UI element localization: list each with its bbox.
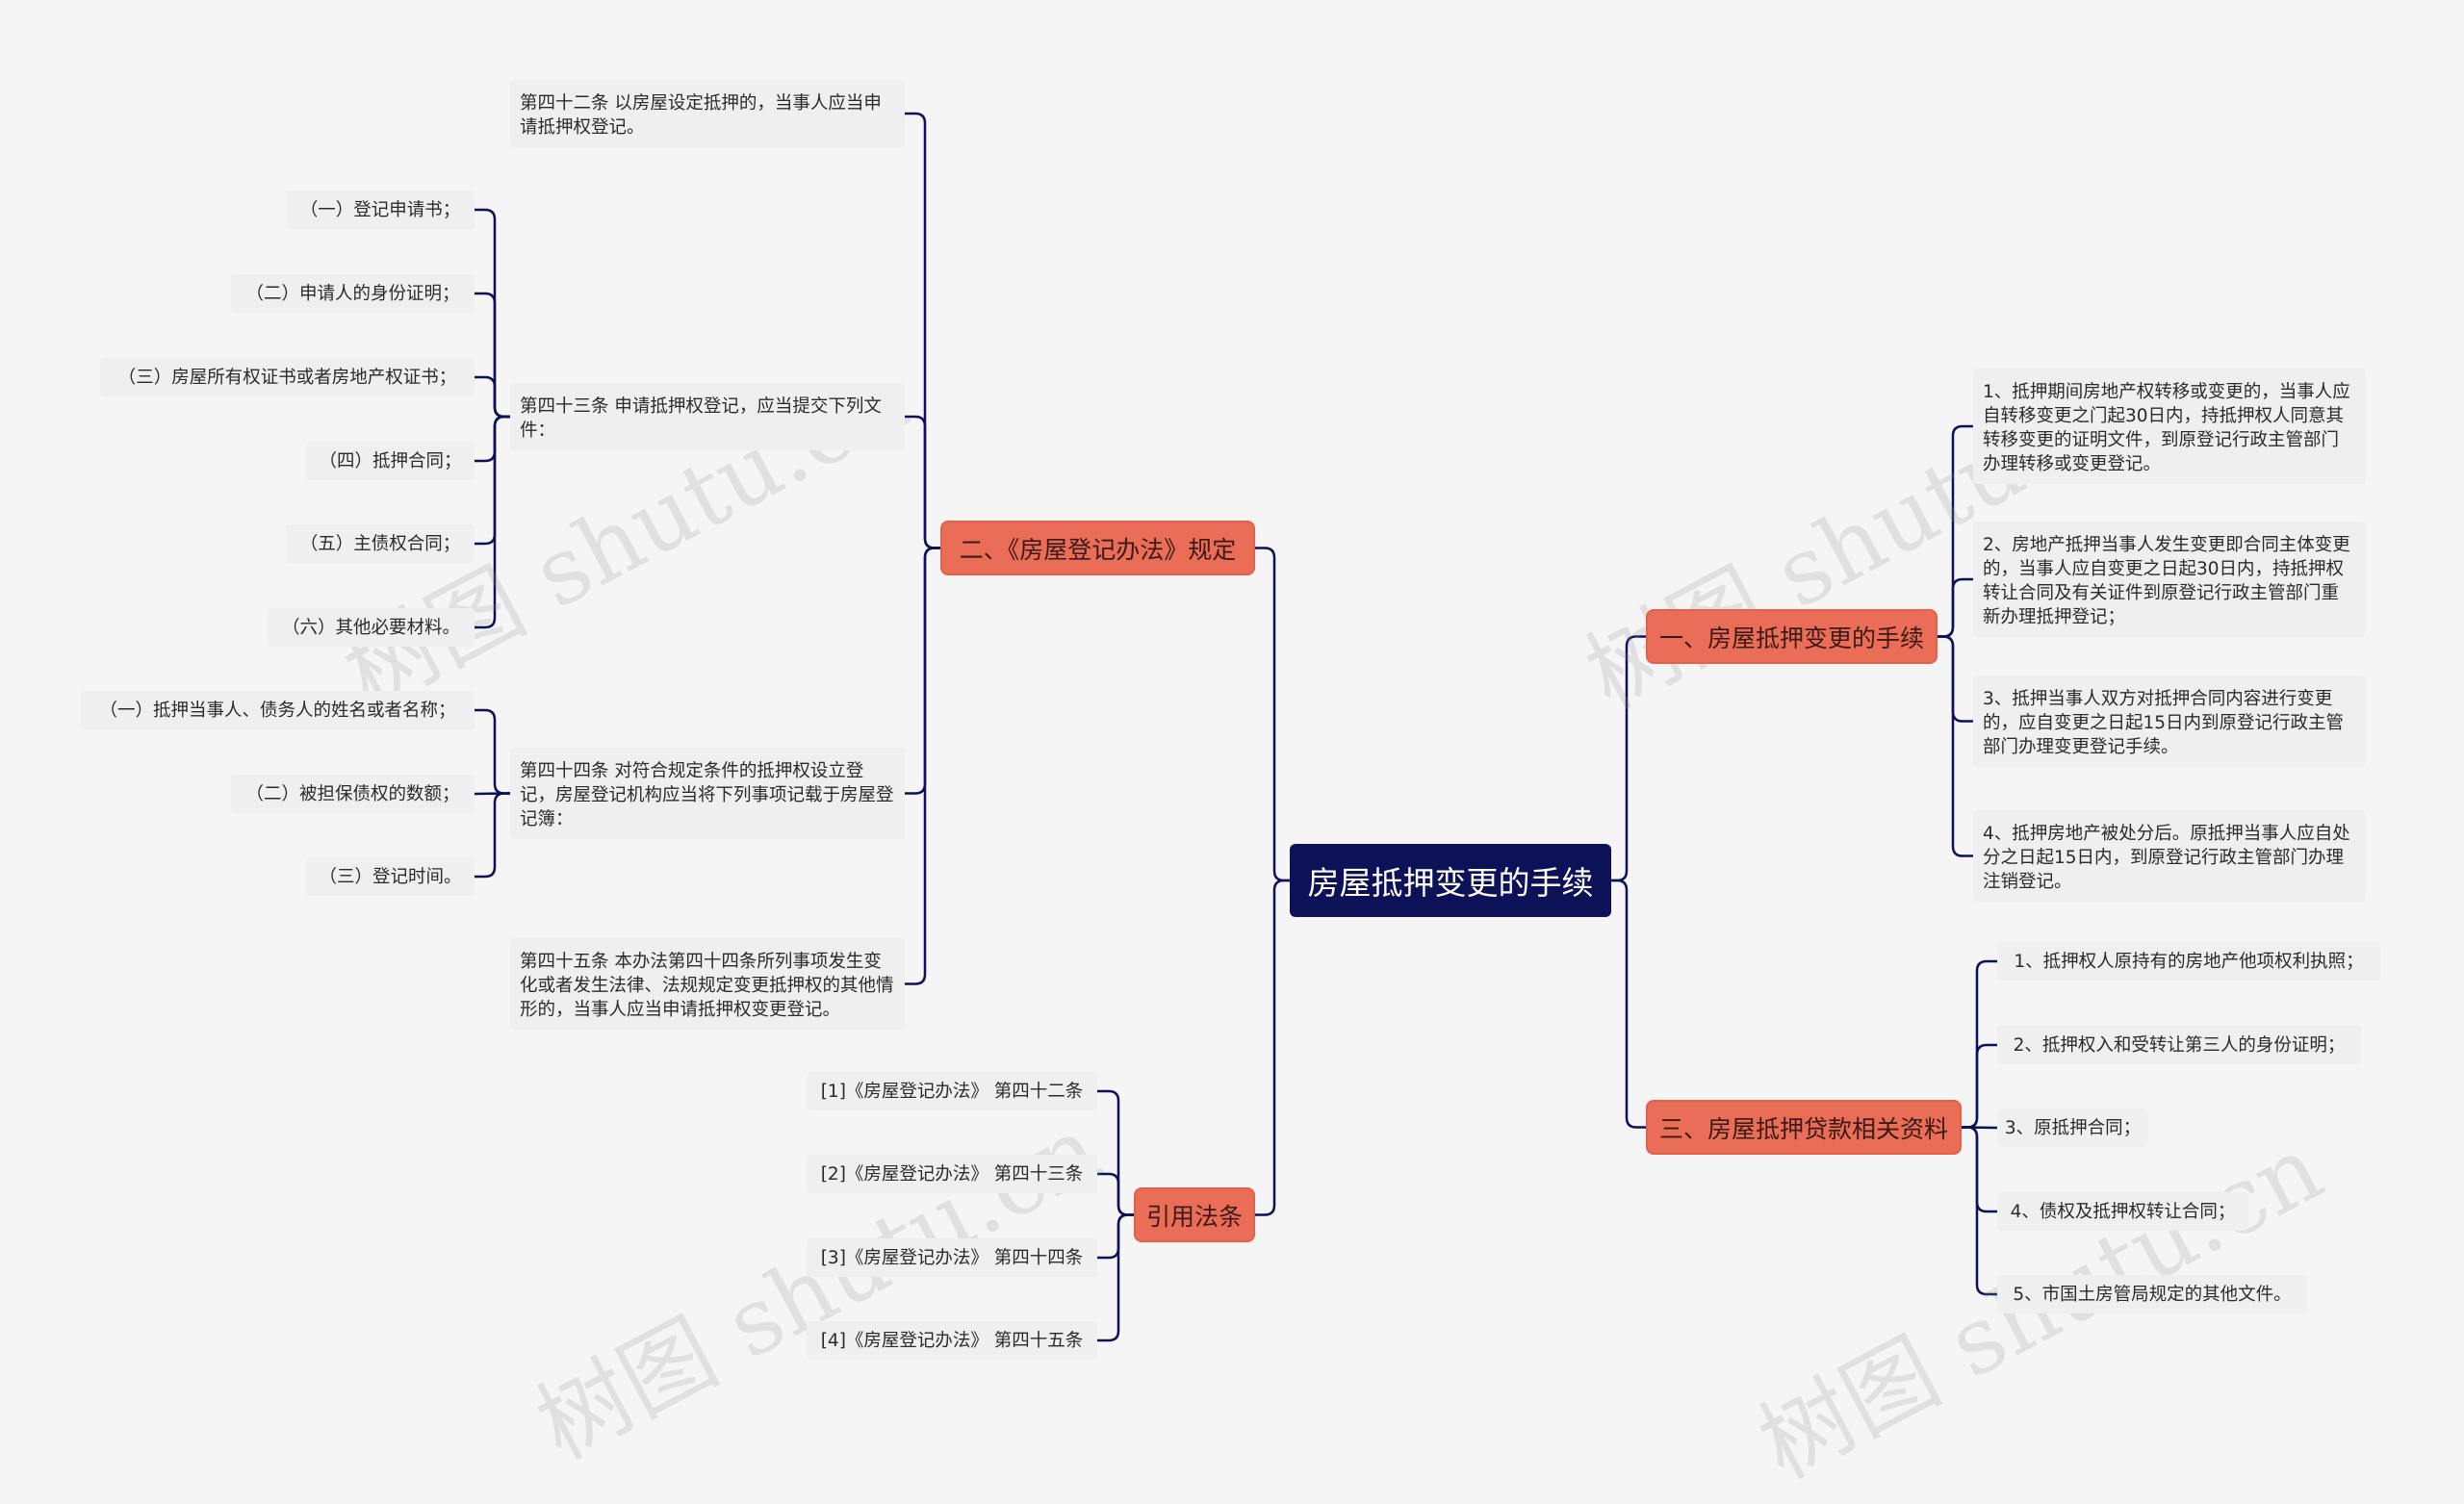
connector-line <box>1960 1126 1999 1213</box>
citation-item[interactable]: [2]《房屋登记办法》 第四十三条 <box>807 1155 1097 1193</box>
root-topic[interactable]: 房屋抵押变更的手续 <box>1290 844 1611 917</box>
register-item[interactable]: （二）被担保债权的数额； <box>231 775 475 813</box>
procedure-item[interactable]: 4、抵押房地产被处分后。原抵押当事人应自处分之日起15日内，到原登记行政主管部门… <box>1973 810 2366 902</box>
connector-line <box>1095 1213 1136 1342</box>
connector-line <box>903 415 942 549</box>
connector-line <box>473 292 512 419</box>
connector-line <box>1960 1126 1999 1296</box>
doc-item[interactable]: （四）抵押合同； <box>306 442 475 480</box>
doc-item[interactable]: （五）主债权合同； <box>286 524 475 563</box>
connector-lines <box>473 112 1999 1342</box>
document-item[interactable]: 4、债权及抵押权转让合同； <box>1997 1192 2248 1231</box>
connector-line <box>1095 1089 1136 1216</box>
connector-line <box>473 792 512 879</box>
citation-item[interactable]: [1]《房屋登记办法》 第四十二条 <box>807 1072 1097 1110</box>
branch-housing-registration-rules[interactable]: 二、《房屋登记办法》规定 <box>940 521 1255 575</box>
document-item[interactable]: 1、抵押权人原持有的房地产他项权利执照； <box>1997 942 2380 981</box>
connector-line <box>473 415 512 629</box>
article-44[interactable]: 第四十四条 对符合规定条件的抵押权设立登记，房屋登记机构应当将下列事项记载于房屋… <box>510 748 905 839</box>
connector-line <box>473 415 512 463</box>
connector-line <box>473 208 512 419</box>
connector-line <box>473 415 512 546</box>
connector-line <box>1936 635 1975 723</box>
connector-line <box>1936 635 1975 857</box>
connector-line <box>1609 635 1648 882</box>
doc-item[interactable]: （一）登记申请书； <box>286 191 475 229</box>
article-42[interactable]: 第四十二条 以房屋设定抵押的，当事人应当申请抵押权登记。 <box>510 80 905 147</box>
connector-line <box>903 112 942 549</box>
mind-map-canvas: 树图 shutu.cn 树图 shutu.cn 树图 shutu.cn 树图 s… <box>81 80 2380 1500</box>
connector-line <box>473 708 512 795</box>
article-45[interactable]: 第四十五条 本办法第四十四条所列事项发生变化或者发生法律、法规规定变更抵押权的其… <box>510 938 905 1030</box>
citation-item[interactable]: [4]《房屋登记办法》 第四十五条 <box>807 1321 1097 1360</box>
doc-item[interactable]: （二）申请人的身份证明； <box>231 274 475 313</box>
connector-line <box>1253 879 1292 1216</box>
connector-line <box>473 375 512 419</box>
article-43[interactable]: 第四十三条 申请抵押权登记，应当提交下列文件： <box>510 383 905 450</box>
connector-line <box>1936 424 1975 638</box>
connector-line <box>1095 1213 1136 1260</box>
procedure-item[interactable]: 1、抵押期间房地产权转移或变更的，当事人应自转移变更之门起30日内，持抵押权人同… <box>1973 369 2366 484</box>
branch-mortgage-loan-documents[interactable]: 三、房屋抵押贷款相关资料 <box>1646 1100 1962 1155</box>
connector-line <box>903 547 942 985</box>
document-item[interactable]: 2、抵押权入和受转让第三人的身份证明； <box>1997 1026 2361 1064</box>
doc-item[interactable]: （六）其他必要材料。 <box>268 608 475 647</box>
register-item[interactable]: （一）抵押当事人、债务人的姓名或者名称； <box>81 691 475 729</box>
connector-line <box>1609 879 1648 1129</box>
connector-line <box>1960 1043 1999 1129</box>
procedure-item[interactable]: 2、房地产抵押当事人发生变更即合同主体变更的，当事人应自变更之日起30日内，持抵… <box>1973 522 2366 637</box>
procedure-item[interactable]: 3、抵押当事人双方对抵押合同内容进行变更的，应自变更之日起15日内到原登记行政主… <box>1973 676 2366 767</box>
document-item[interactable]: 3、原抵押合同； <box>1997 1109 2148 1147</box>
document-item[interactable]: 5、市国土房管局规定的其他文件。 <box>1997 1275 2307 1313</box>
branch-mortgage-change-procedures[interactable]: 一、房屋抵押变更的手续 <box>1646 609 1938 664</box>
doc-item[interactable]: （三）房屋所有权证书或者房地产权证书； <box>100 358 475 396</box>
connector-line <box>1936 577 1975 638</box>
branch-cited-articles[interactable]: 引用法条 <box>1134 1187 1255 1242</box>
connector-line <box>1253 547 1292 882</box>
register-item[interactable]: （三）登记时间。 <box>306 857 475 896</box>
connector-line <box>1095 1172 1136 1216</box>
citation-item[interactable]: [3]《房屋登记办法》 第四十四条 <box>807 1238 1097 1277</box>
connector-line <box>903 547 942 795</box>
